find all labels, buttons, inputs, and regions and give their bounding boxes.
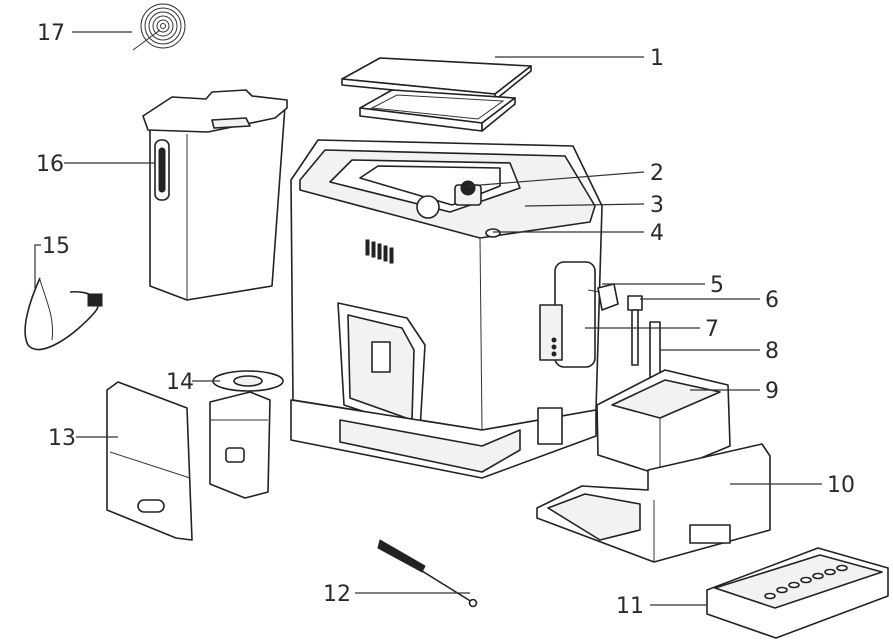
part-14-brew-group — [209, 370, 284, 499]
callout-14: 14 — [166, 370, 194, 395]
callout-3: 3 — [650, 193, 664, 218]
callout-7: 7 — [705, 317, 719, 342]
callout-12: 12 — [323, 582, 351, 607]
callout-16: 16 — [36, 152, 64, 177]
part-11-tray-cover — [706, 547, 889, 639]
part-17-coiled-tube — [132, 3, 186, 51]
part-15-power-cord — [24, 277, 103, 351]
callout-8: 8 — [765, 339, 779, 364]
part-7-spout — [539, 261, 596, 368]
part-5-nozzle — [587, 283, 619, 311]
callout-17: 17 — [37, 21, 65, 46]
callout-2: 2 — [650, 161, 664, 186]
part-12-cleaning-brush — [377, 539, 478, 608]
main-body — [290, 139, 603, 479]
callout-5: 5 — [710, 273, 724, 298]
callout-labels: 17 1 16 2 3 4 15 5 6 7 8 14 9 13 10 12 1… — [36, 21, 855, 619]
callout-15: 15 — [42, 234, 70, 259]
callout-11: 11 — [616, 594, 644, 619]
callout-9: 9 — [765, 379, 779, 404]
part-13-front-panel — [106, 381, 193, 541]
callout-4: 4 — [650, 221, 664, 246]
part-10-drip-tray — [536, 443, 771, 563]
part-1-lid — [341, 57, 532, 132]
callout-1: 1 — [650, 46, 664, 71]
callout-6: 6 — [765, 288, 779, 313]
callout-10: 10 — [827, 473, 855, 498]
callout-13: 13 — [48, 426, 76, 451]
part-16-water-tank — [142, 89, 288, 301]
part-6-connector — [627, 295, 643, 366]
leader-lines — [34, 31, 822, 606]
